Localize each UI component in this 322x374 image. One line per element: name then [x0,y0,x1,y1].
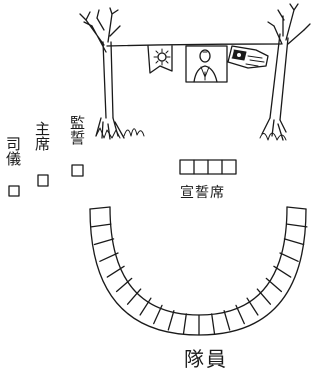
arc-seat-divider [139,297,152,316]
arc-seat-divider [223,310,231,331]
arc-seat-divider [265,277,283,293]
arc-seat-divider [106,265,125,278]
arc-seat-divider [246,297,259,316]
arc-seat-divider [90,223,112,228]
ceremony-officer-seat [8,185,20,197]
arc-seat-divider [167,310,175,331]
hanging-string [106,43,282,47]
ceremony-officer-label: 司儀 [4,136,22,166]
arc-seat-divider [273,265,292,278]
arc-seat-divider [99,252,119,262]
arc-seat-divider [182,313,187,335]
arc-seat-divider [279,252,299,262]
oath-supervisor-label: 監誓 [68,115,86,145]
oath-supervisor-seat [71,164,84,177]
chairman-label: 主席 [33,121,51,151]
oath-taker-seats [179,159,237,175]
right-tree [259,3,311,141]
party-flag [147,45,173,74]
oath-taker-seat-label: 宣誓席 [180,185,225,201]
arc-seat-divider [235,304,245,325]
arc-seat-divider [115,277,133,293]
team-member-seats [89,206,308,336]
arc-seat-divider [283,238,305,246]
arc-seat-divider [256,288,272,305]
arc-seat-divider [93,238,115,246]
national-flag [227,45,269,69]
arc-seat-divider [153,304,163,325]
chairman-seat [37,174,49,187]
left-tree [79,7,145,140]
arc-seat-divider [126,288,142,305]
arc-seat-divider [211,313,216,335]
arc-seat-divider [286,223,308,228]
team-members-label: 隊員 [184,347,228,371]
portrait [185,45,228,83]
